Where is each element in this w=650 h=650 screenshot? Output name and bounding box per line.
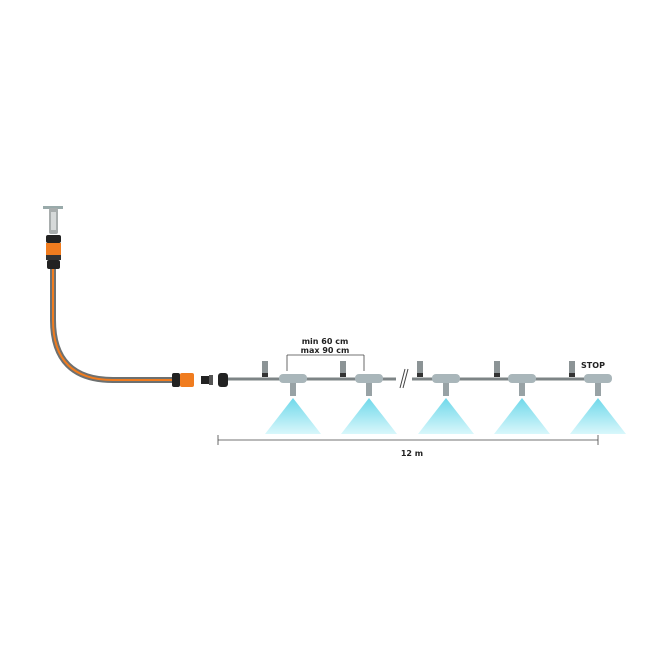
spray-cone bbox=[570, 398, 626, 434]
mist-nozzle bbox=[494, 374, 550, 434]
spray-cone bbox=[341, 398, 397, 434]
tap-icon bbox=[43, 206, 63, 234]
length-dimension bbox=[217, 435, 599, 445]
tap-connector bbox=[46, 235, 61, 269]
spacing-dimension bbox=[286, 354, 365, 371]
spray-cone bbox=[265, 398, 321, 434]
spacing-max-label: max 90 cm bbox=[301, 346, 350, 355]
pipe-clip-icon bbox=[262, 361, 268, 377]
mist-nozzle bbox=[418, 374, 474, 434]
mist-nozzle bbox=[265, 374, 321, 434]
pipe-clip-icon bbox=[417, 361, 423, 377]
pipe-clip-icon bbox=[340, 361, 346, 377]
pipe-clip-icon bbox=[494, 361, 500, 377]
pipe-clip-icon bbox=[569, 361, 575, 377]
stop-label: STOP bbox=[581, 361, 605, 370]
garden-hose bbox=[50, 269, 172, 383]
mist-nozzle bbox=[570, 374, 626, 434]
mist-nozzle bbox=[341, 374, 397, 434]
spacing-min-label: min 60 cm bbox=[302, 337, 349, 346]
total-length-label: 12 m bbox=[401, 449, 423, 458]
pipe-break-icon bbox=[399, 368, 409, 389]
spray-cone bbox=[418, 398, 474, 434]
spray-cone bbox=[494, 398, 550, 434]
hose-connector bbox=[172, 373, 228, 387]
